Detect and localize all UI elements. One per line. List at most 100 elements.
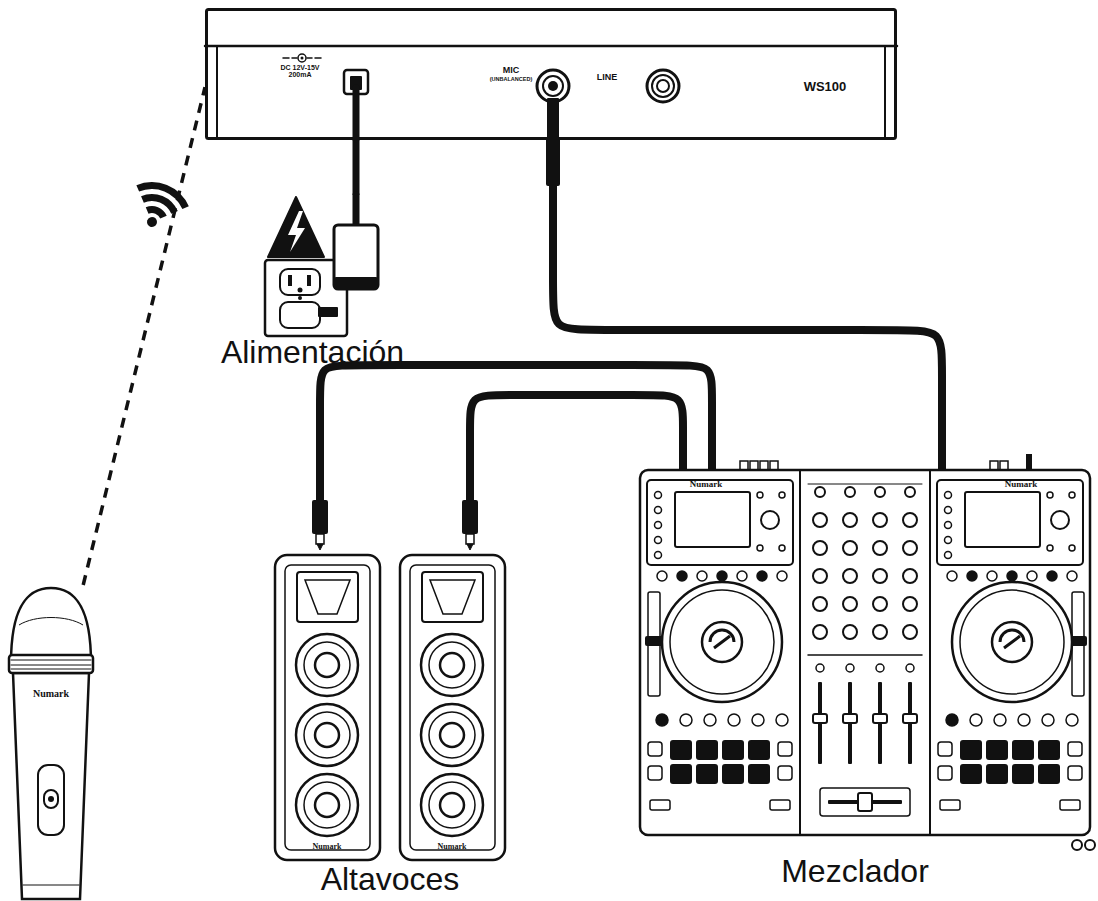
mic-jack [537,70,569,102]
mixer-divider [799,470,801,835]
woofer-cone [304,642,350,688]
performance-pad [722,764,744,784]
jog-wheel-hub [992,622,1032,662]
mixer-knob [873,513,887,527]
jog-wheel-ring [670,590,774,694]
jog-wheel-logo [1000,630,1024,648]
jack-plug-tip [467,544,473,550]
transport-button [946,714,958,726]
mixer-top-port [770,461,778,470]
transport-button [680,714,692,726]
woofer-cone [429,642,475,688]
deck-button [947,571,957,581]
deck-button [945,552,952,559]
node-label: Numark [5,688,97,699]
transport-button [1018,714,1030,726]
deck-button [697,571,707,581]
transport-button [656,714,668,726]
performance-pad [960,740,982,760]
mixer-knob [813,569,827,583]
power-adapter [334,225,378,289]
deck-button [657,571,667,581]
mixer-knob [905,487,915,497]
deck-button [655,492,662,499]
deck-button [655,537,662,544]
brand-logo: Numark [996,480,1046,489]
channel-fader-cap [813,714,827,723]
deck-button [655,522,662,529]
warning-triangle [268,197,324,257]
performance-pad [1038,764,1060,784]
wireless-microphone-outline [5,585,97,901]
deck-button [779,545,785,551]
deck-button [1047,571,1057,581]
transport-button [970,714,982,726]
transport-button [704,714,716,726]
pad-mode-button [938,766,952,780]
crossfader-frame [820,788,910,816]
receiver-side-edge [216,46,218,138]
mixer-divider [929,470,931,835]
cue-button [906,664,914,672]
power-cable [353,140,360,195]
deck-footer-button [940,800,960,810]
transport-button [752,714,764,726]
pad-mode-button [648,742,662,756]
mixer-knob [903,513,917,527]
jog-wheel-hub [702,622,742,662]
jack-note: (UNBALANCED) [486,77,536,83]
mic-ring-line [11,660,91,661]
mixer-knob [813,513,827,527]
woofer [421,774,483,836]
woofer [296,634,358,696]
line-jack [647,70,679,102]
mic-switch [44,790,58,808]
performance-pad [986,764,1008,784]
woofer-cap [315,653,339,677]
woofer-cap [315,793,339,817]
deck-button [779,492,785,498]
deck-button [945,507,952,514]
deck-button [757,571,767,581]
speaker-front [410,565,495,850]
left-deck [645,480,793,810]
mixer-top-port [740,461,748,470]
deck-button [1027,571,1037,581]
pitch-fader-cap [645,636,663,646]
speaker-pair-outline [270,500,510,901]
woofer [296,704,358,766]
polarity-symbol [292,57,297,59]
mixer-knob [903,597,917,611]
deck-footer-button [770,800,790,810]
performance-pad [1012,740,1034,760]
power-rating: DC 12V-15V 200mA [275,64,325,79]
pad-mode-button [648,766,662,780]
mixer-knob [813,597,827,611]
deck-button [1007,571,1017,581]
pad-mode-button [778,766,792,780]
mixer-top-port [1000,461,1008,470]
performance-pad [748,740,770,760]
performance-pad [722,740,744,760]
deck-button [1067,571,1077,581]
mic-ring-line [11,665,91,666]
deck-button [1047,545,1053,551]
cue-button [846,664,854,672]
lightning-bolt [288,211,305,252]
mixer-knob [843,597,857,611]
speaker-horn [422,572,483,622]
performance-pad [670,740,692,760]
mic-ring-line [11,669,91,670]
performance-pad [696,764,718,784]
mixer-knob [903,569,917,583]
channel-fader-cap [843,714,857,723]
wireless-microphone: Numark [5,585,97,901]
mixer-top-knob [1026,454,1032,470]
wireless-link [83,87,205,585]
woofer-cone [304,712,350,758]
deck-button [757,492,763,498]
channel-fader-cap [873,714,887,723]
mixer-knob [815,487,825,497]
deck-knob [761,511,779,529]
